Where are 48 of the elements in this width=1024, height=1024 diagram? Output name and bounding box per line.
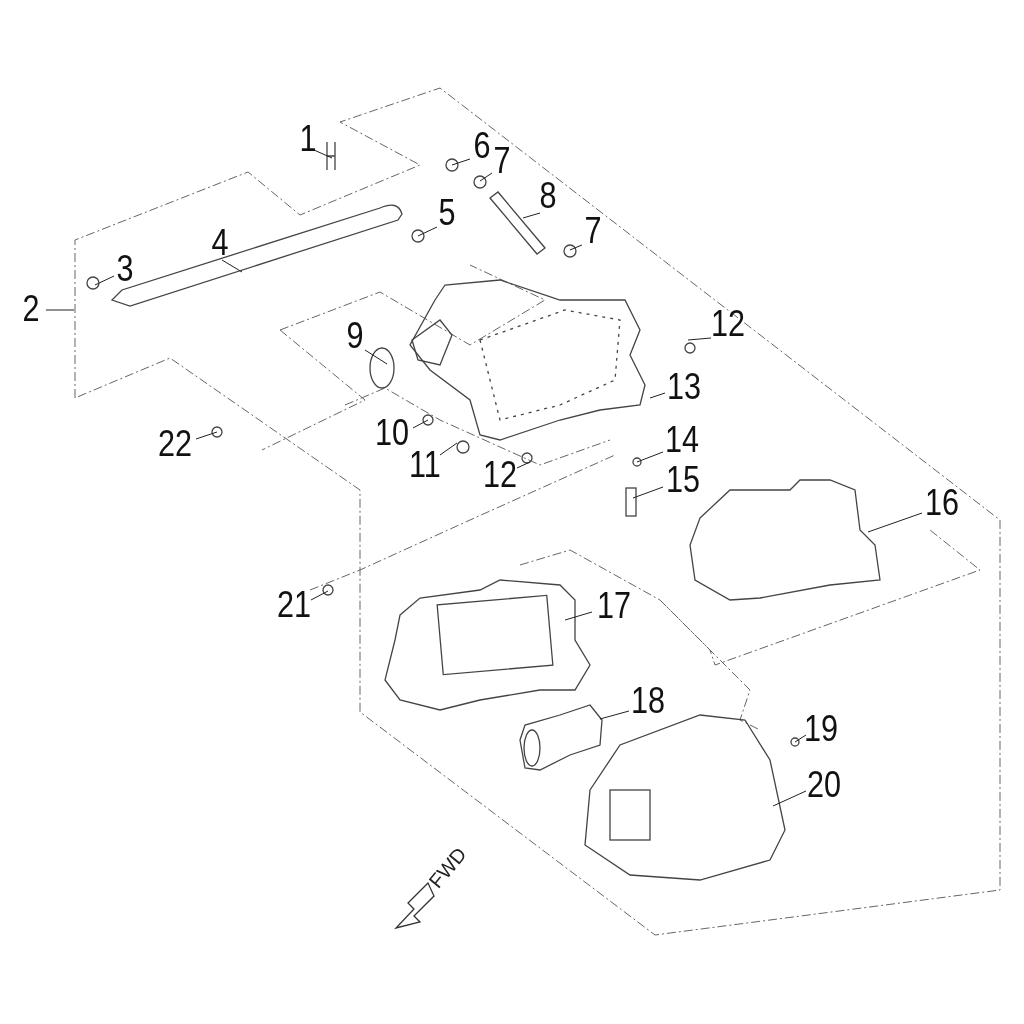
leader-line (632, 486, 664, 499)
callout-number: 7 (493, 146, 511, 174)
leader-line (313, 149, 333, 159)
callout-number: 12 (711, 309, 745, 337)
callout-number: 22 (158, 429, 192, 457)
callout-number: 14 (665, 425, 699, 453)
callout-number: 10 (375, 418, 409, 446)
leader-line (417, 226, 438, 237)
leader-line (569, 244, 583, 251)
leader-line (310, 590, 329, 601)
leader-line (867, 512, 923, 533)
leader-line (94, 275, 115, 286)
leader-line (221, 259, 243, 273)
callout-number: 4 (211, 228, 229, 256)
leader-line (516, 461, 531, 469)
leader-line (687, 337, 712, 341)
callout-number: 2 (22, 294, 40, 322)
leader-line (564, 611, 593, 621)
leader-line (794, 734, 807, 743)
callout-number: 17 (597, 591, 631, 619)
leader-line (45, 309, 75, 311)
callout-number: 5 (438, 198, 456, 226)
callout-number: 9 (346, 321, 364, 349)
callout-number: 13 (667, 372, 701, 400)
callout-number: 3 (116, 254, 134, 282)
leader-line (599, 710, 630, 720)
callout-number: 21 (277, 590, 311, 618)
callout-number: 11 (409, 450, 441, 478)
leader-line (451, 158, 471, 166)
leader-line (522, 212, 541, 219)
callout-number: 12 (483, 460, 517, 488)
callout-number: 18 (631, 686, 665, 714)
callout-number: 8 (539, 181, 557, 209)
leader-line (412, 419, 429, 429)
callout-number: 20 (807, 770, 841, 798)
callout-number: 15 (666, 465, 700, 493)
callout-number: 6 (473, 131, 491, 159)
callout-number: 7 (584, 216, 602, 244)
leader-line (772, 790, 807, 807)
callout-number: 19 (804, 714, 838, 742)
callout-number: 1 (299, 124, 317, 152)
leader-line (636, 451, 664, 463)
leader-line (364, 349, 388, 365)
leader-line (479, 172, 493, 182)
leader-line (439, 442, 458, 456)
callout-number: 16 (925, 488, 959, 516)
leader-line (649, 392, 666, 399)
leader-line (195, 431, 218, 440)
